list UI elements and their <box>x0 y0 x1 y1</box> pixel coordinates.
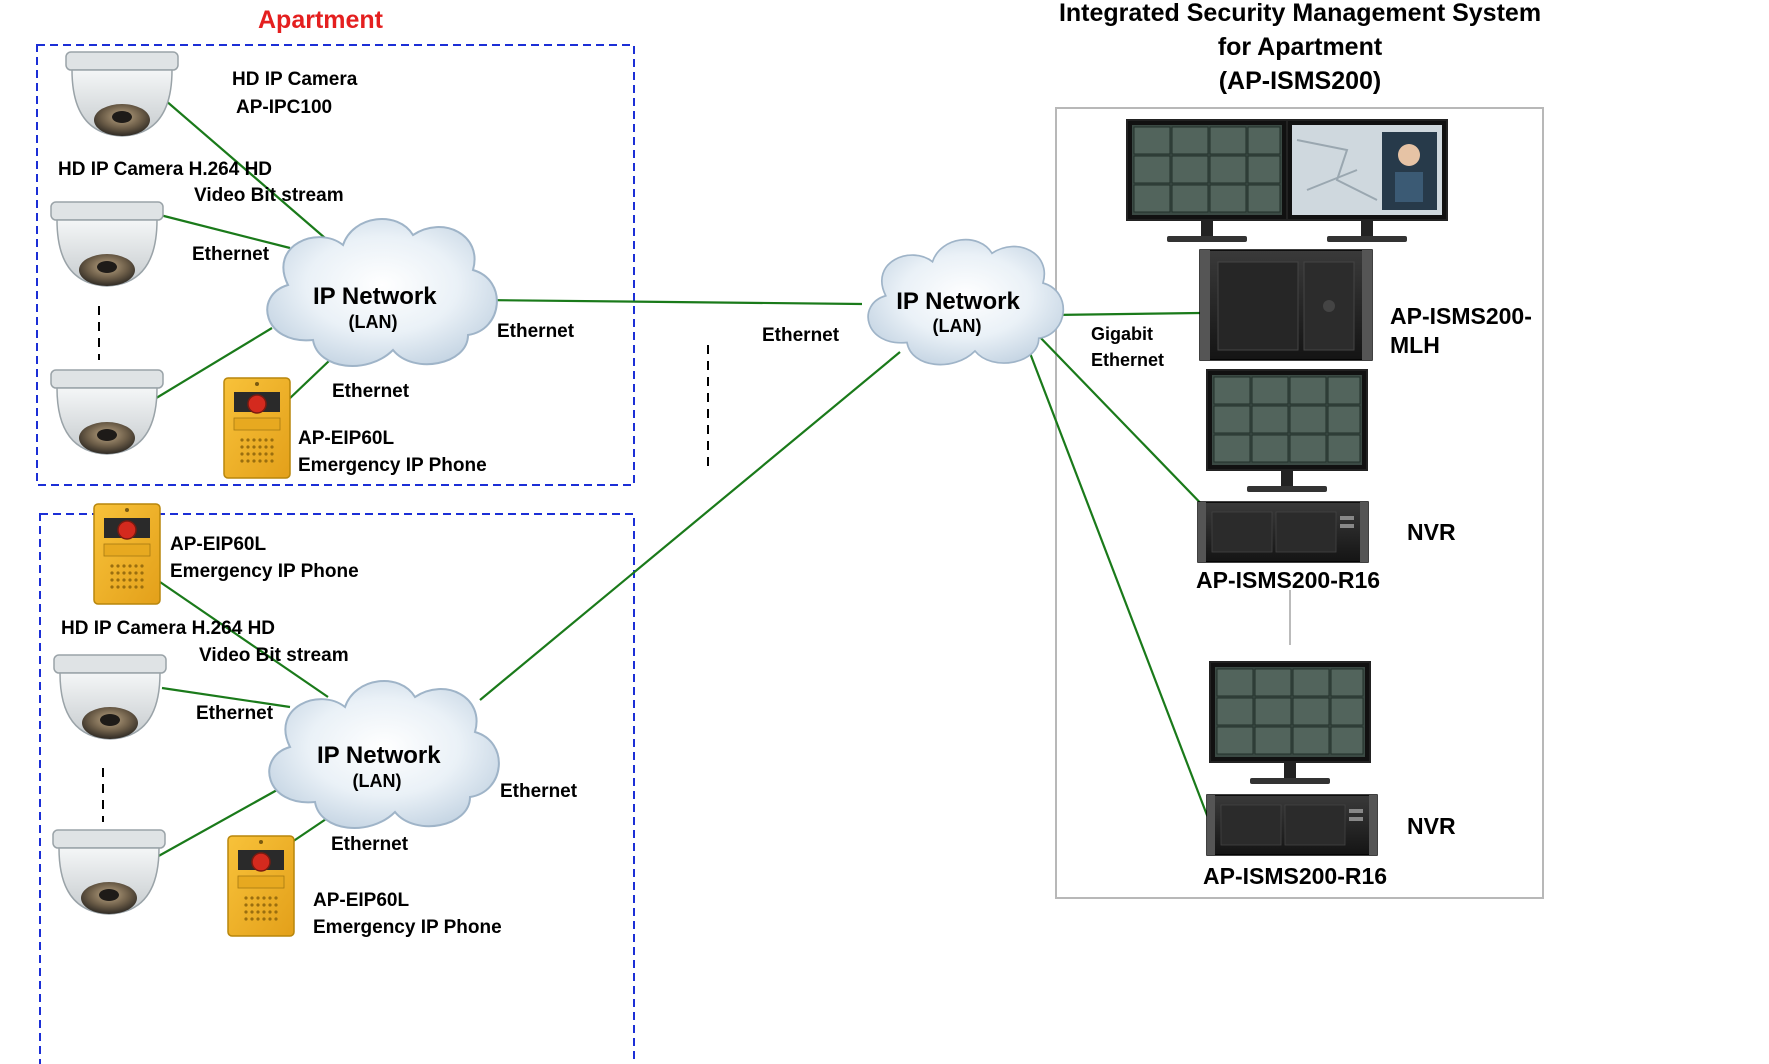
monitor-nvr-2 <box>1209 661 1371 785</box>
camera-bottom-1 <box>53 654 167 740</box>
camera-bottom-2 <box>52 829 166 915</box>
monitor-ops-right <box>1286 119 1448 242</box>
gigabit-label-1: Gigabit <box>1091 324 1153 344</box>
network-bottom-title: IP Network <box>317 742 441 769</box>
phone-bottom-1-name: Emergency IP Phone <box>170 561 359 582</box>
phone-top-model: AP-EIP60L <box>298 428 395 449</box>
ethernet-core-link: Ethernet <box>762 325 840 346</box>
monitor-ops-left <box>1126 119 1288 243</box>
network-top-title: IP Network <box>313 283 437 310</box>
system-title-line1: Integrated Security Management System <box>1058 0 1542 27</box>
phone-bottom-2-model: AP-EIP60L <box>313 890 410 911</box>
camera-top-1 <box>65 51 179 137</box>
server-model-1: AP-ISMS200- <box>1390 303 1532 329</box>
server-mlh <box>1199 249 1373 361</box>
nvr-1-model: AP-ISMS200-R16 <box>1196 567 1381 593</box>
camera-top-model: AP-IPC100 <box>236 97 333 118</box>
ethernet-top-uplink: Ethernet <box>497 321 575 342</box>
nvr-2-model: AP-ISMS200-R16 <box>1203 863 1388 889</box>
phone-bottom-2-name: Emergency IP Phone <box>313 917 502 938</box>
network-core-sub: (LAN) <box>932 316 982 336</box>
ethernet-top-2: Ethernet <box>332 381 410 402</box>
nvr-1-label: NVR <box>1407 519 1456 545</box>
green-links <box>152 99 1214 859</box>
camera-top-name: HD IP Camera <box>232 69 358 90</box>
system-title-line3: (AP-ISMS200) <box>1218 67 1382 95</box>
camera-bottom-stream: HD IP Camera H.264 HD <box>61 618 276 639</box>
nvr-2-box <box>1206 794 1378 856</box>
apartment-box-top <box>36 44 635 486</box>
camera-top-stream-2: Video Bit stream <box>194 185 344 206</box>
ethernet-bottom-1: Ethernet <box>196 703 274 724</box>
nvr-1-box <box>1197 501 1369 563</box>
phone-top-name: Emergency IP Phone <box>298 455 487 476</box>
network-core-title: IP Network <box>896 288 1020 315</box>
monitor-nvr-1 <box>1206 369 1368 493</box>
phone-bottom-2 <box>227 835 295 937</box>
server-model-2: MLH <box>1390 332 1440 358</box>
nvr-2-label: NVR <box>1407 813 1456 839</box>
camera-bottom-stream-2: Video Bit stream <box>199 645 349 666</box>
gigabit-label-2: Ethernet <box>1091 350 1165 370</box>
phone-top <box>223 377 291 479</box>
network-top-sub: (LAN) <box>348 312 398 332</box>
ethernet-bottom-uplink: Ethernet <box>500 781 578 802</box>
apartment-box-bottom <box>39 513 635 1064</box>
ethernet-top-1: Ethernet <box>192 244 270 265</box>
system-title-line2: for Apartment <box>1217 33 1383 61</box>
apartment-title: Apartment <box>258 6 384 34</box>
camera-top-2 <box>50 201 164 287</box>
system-box <box>1055 107 1544 899</box>
network-bottom-sub: (LAN) <box>352 771 402 791</box>
phone-bottom-1-model: AP-EIP60L <box>170 534 267 555</box>
camera-top-3 <box>50 369 164 455</box>
system-title: Integrated Security Management System fo… <box>1015 0 1585 98</box>
camera-top-stream: HD IP Camera H.264 HD <box>58 159 273 180</box>
ethernet-bottom-2: Ethernet <box>331 834 409 855</box>
phone-bottom-1 <box>93 503 161 605</box>
